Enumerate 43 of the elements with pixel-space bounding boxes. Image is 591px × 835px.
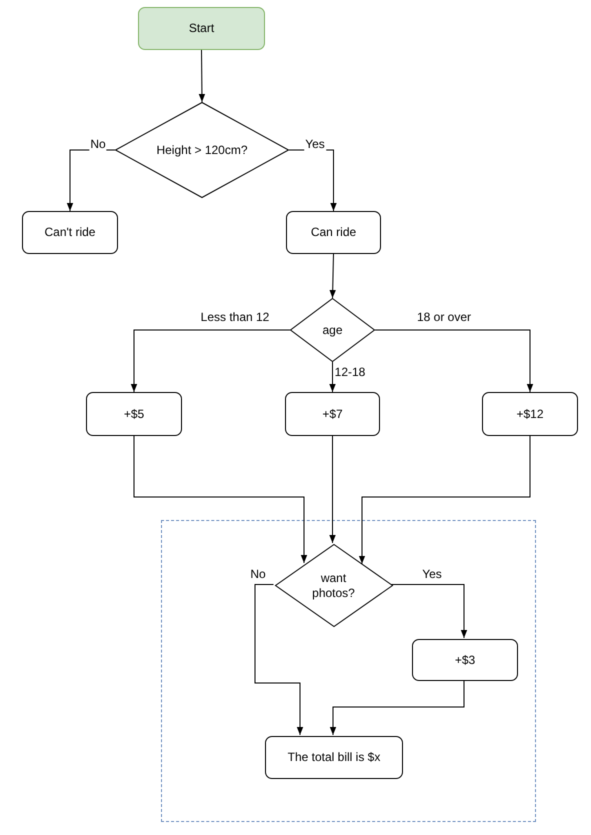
arrow [374, 330, 534, 392]
box-label: Can ride [310, 225, 356, 240]
process-box [265, 736, 403, 779]
box-label: +$5 [124, 406, 144, 422]
box-label: +$3 [454, 652, 476, 668]
arrow [330, 680, 464, 736]
decision-diamond [115, 102, 289, 198]
process-box [286, 211, 381, 254]
box-label: Can't ride [44, 225, 96, 240]
process-box [482, 392, 578, 436]
edge-label: No [249, 566, 267, 582]
box-label: Start [188, 21, 214, 36]
dashed-group-frame [161, 520, 536, 822]
arrow [66, 150, 116, 212]
edge-label: No [89, 136, 107, 152]
edge-label: 18 or over [416, 310, 472, 324]
arrow [358, 436, 530, 564]
arrow [329, 436, 336, 544]
arrow [198, 50, 206, 102]
arrow [130, 330, 290, 392]
decision-label: age [322, 322, 343, 338]
edge-label: Yes [304, 136, 326, 152]
arrow [329, 362, 336, 392]
process-box [22, 211, 118, 254]
arrow [391, 584, 468, 638]
arrow [329, 254, 336, 298]
decision-diamond [290, 298, 375, 362]
process-box [285, 392, 380, 436]
edge-label: Yes [421, 566, 443, 582]
box-label: +$7 [322, 406, 343, 422]
decision-label: Height > 120cm? [156, 142, 248, 158]
start-box [138, 7, 265, 50]
arrow [134, 436, 308, 564]
decision-label: want photos? [311, 570, 356, 600]
box-label: +$12 [516, 406, 544, 422]
process-box [412, 639, 518, 681]
arrow [254, 584, 304, 736]
edge-label: Less than 12 [200, 310, 270, 324]
box-label: The total bill is $x [288, 750, 380, 765]
arrow [288, 150, 337, 212]
edge-label: 12-18 [334, 364, 366, 380]
decision-diamond [274, 544, 392, 627]
process-box [86, 392, 182, 436]
